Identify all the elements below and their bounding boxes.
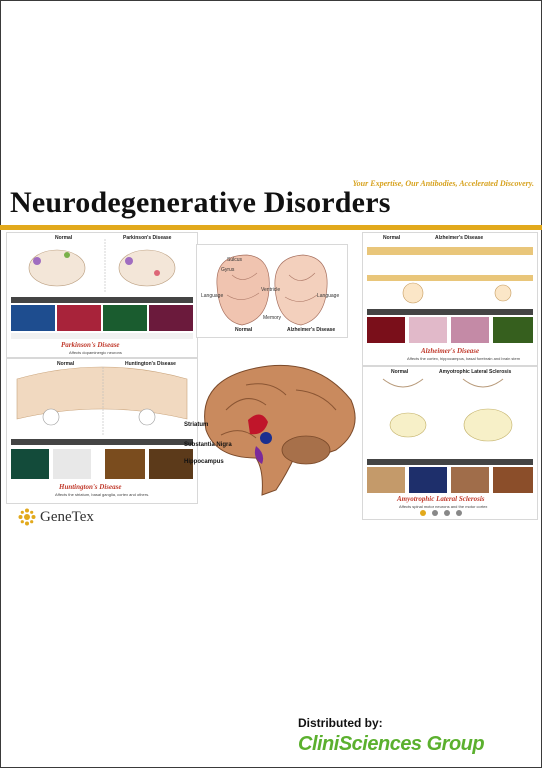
alzheimers-normal-label: Normal — [383, 235, 401, 241]
als-panel: Normal Amyotrophic Lateral Sclerosis Amy… — [362, 366, 538, 520]
parkinsons-normal-label: Normal — [55, 235, 73, 241]
huntingtons-normal-label: Normal — [57, 361, 75, 367]
parkinsons-panel: Normal Parkinson's Disease Parkinson's D… — [6, 232, 198, 358]
clinisciences-logo: CliniSciences Group — [298, 733, 485, 755]
sulcus-label: Sulcus — [227, 257, 243, 263]
huntingtons-panel: Normal Huntington's Disease Huntington's… — [6, 358, 198, 504]
striatum-label: Striatum — [184, 422, 209, 428]
huntingtons-sub: Affects the striatum, basal ganglia, cor… — [55, 492, 150, 497]
genetex-logo-text: GeneTex — [40, 508, 94, 525]
als-sub: Affects spinal motor neurons and the mot… — [399, 504, 488, 509]
alzheimers-sub: Affects the cortex, hippocampus, basal f… — [407, 356, 521, 361]
genetex-logo: GeneTex — [18, 508, 94, 526]
huntingtons-caption: Huntington's Disease — [59, 483, 122, 491]
ventricle-label: Ventricle — [261, 287, 281, 293]
huntingtons-diagram — [11, 366, 193, 479]
alzheimers-brain-panel: Sulcus Gyrus Language Ventricle Memory L… — [196, 244, 348, 338]
substantia-nigra-label: Substantia Nigra — [184, 442, 232, 448]
central-brain-illustration — [204, 364, 356, 496]
alzheimers-disease-label: Alzheimer's Disease — [435, 235, 484, 241]
parkinsons-diagram — [11, 239, 193, 339]
hippocampus-label: Hippocampus — [184, 459, 224, 465]
language-label-left: Language — [201, 293, 224, 299]
memory-label: Memory — [263, 315, 282, 321]
brain-normal-label: Normal — [235, 327, 253, 333]
als-diagram — [367, 378, 533, 516]
als-disease-label: Amyotrophic Lateral Sclerosis — [439, 369, 512, 375]
tagline: Your Expertise, Our Antibodies, Accelera… — [352, 179, 534, 188]
gyrus-label: Gyrus — [221, 267, 235, 273]
brain-section-diagram — [216, 254, 328, 326]
parkinsons-sub: Affects dopaminergic neurons — [69, 350, 122, 355]
poster-illustration: Normal Parkinson's Disease Parkinson's D… — [0, 230, 542, 522]
page-title: Neurodegenerative Disorders — [10, 186, 391, 219]
alzheimers-panel: Normal Alzheimer's Disease Alzheimer's D… — [362, 232, 538, 366]
gold-divider — [0, 225, 542, 230]
als-normal-label: Normal — [391, 369, 409, 375]
als-caption: Amyotrophic Lateral Sclerosis — [397, 495, 485, 503]
alzheimers-diagram — [367, 247, 533, 343]
parkinsons-disease-label: Parkinson's Disease — [123, 235, 172, 241]
language-label-right: Language — [317, 293, 340, 299]
distributed-by-label: Distributed by: — [298, 716, 383, 730]
brain-disease-label: Alzheimer's Disease — [287, 327, 336, 333]
alzheimers-caption: Alzheimer's Disease — [421, 347, 480, 355]
parkinsons-caption: Parkinson's Disease — [61, 341, 120, 349]
huntingtons-disease-label: Huntington's Disease — [125, 361, 176, 367]
genetex-logo-icon — [18, 508, 36, 526]
